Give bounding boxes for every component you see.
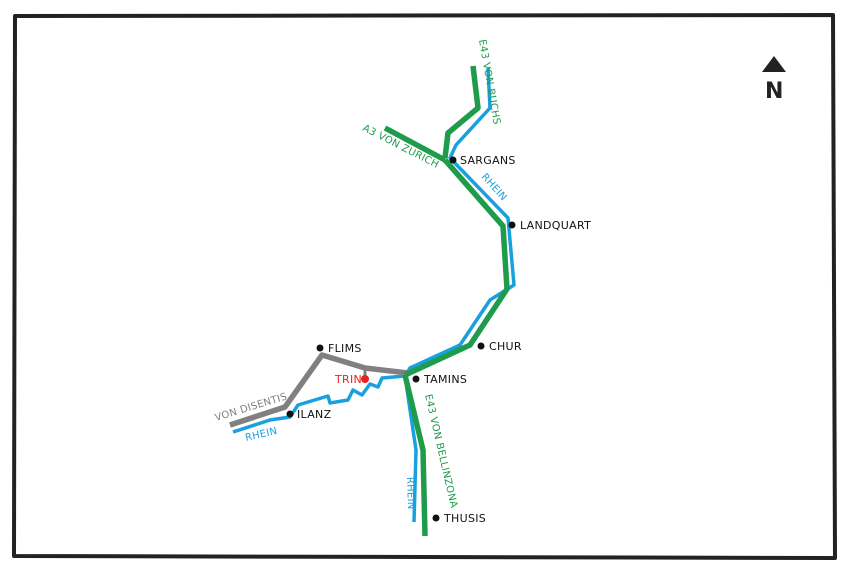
map-frame: [12, 13, 837, 560]
city-dot-flims[interactable]: [316, 344, 324, 352]
city-label-trin: TRIN: [334, 373, 362, 386]
city-dot-sargans[interactable]: [449, 156, 457, 164]
road-label-e43-buchs: E43 VON BUCHS: [476, 39, 502, 126]
road-main-green: [403, 158, 510, 378]
city-label-tamins: TAMINS: [423, 373, 467, 386]
river-label-rhein-sargans: RHEIN: [479, 172, 509, 204]
river-label-rhein-ilanz: RHEIN: [244, 426, 278, 444]
city-dot-landquart[interactable]: [508, 221, 516, 229]
city-label-landquart: LANDQUART: [520, 219, 591, 232]
road-label-e43-bellinzona: E43 VON BELLINZONA: [422, 393, 459, 509]
north-label: N: [765, 79, 783, 104]
city-dot-ilanz[interactable]: [286, 410, 294, 418]
city-label-flims: FLIMS: [328, 342, 362, 355]
river-label-rhein-thusis: RHEIN: [404, 477, 416, 510]
city-label-sargans: SARGANS: [460, 154, 516, 167]
road-a3-zurich: [383, 125, 447, 163]
rhein-river-main: [403, 67, 516, 377]
city-dot-chur[interactable]: [477, 342, 485, 350]
road-e43-buchs: [442, 65, 481, 159]
city-dot-tamins[interactable]: [412, 375, 420, 383]
city-label-ilanz: ILANZ: [297, 408, 332, 421]
road-e43-bellinzona: [402, 374, 428, 537]
road-von-disentis: [229, 352, 409, 428]
city-dot-trin[interactable]: [361, 375, 369, 383]
city-dot-thusis[interactable]: [432, 514, 440, 522]
north-arrow-icon: N: [762, 56, 786, 104]
city-label-chur: CHUR: [489, 340, 522, 353]
road-label-a3-zurich: A3 VON ZURICH: [361, 123, 441, 171]
city-label-thusis: THUSIS: [443, 512, 486, 525]
